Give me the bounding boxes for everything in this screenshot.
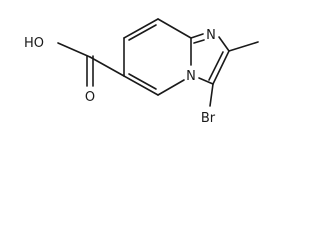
bond-c2-c3 [212, 50, 230, 85]
bond-c6-c5 [123, 75, 159, 96]
bond-c8-c7 [123, 18, 159, 39]
bond-c2-methyl [228, 41, 259, 52]
bond-c3-n4 [198, 77, 214, 85]
bond-c8a-n1-inner [193, 39, 205, 44]
bond-c6-c5-inner [128, 73, 157, 90]
bond-n1-c2 [218, 36, 230, 52]
carbonyl-oxygen-label: O [85, 90, 95, 105]
bond-carboxyl-oh [57, 42, 91, 58]
bond-c6-carboxyl [89, 56, 125, 77]
bond-c2-c3-inner [208, 51, 224, 81]
bromine-label: Br [201, 111, 216, 126]
hydroxyl-label: HO [24, 36, 44, 51]
ring-nitrogen-bridge-label: N [186, 69, 196, 84]
bond-c8-c7-inner [128, 24, 157, 41]
molecule-svg: HO O N N Br [24, 18, 259, 126]
structure-diagram: HO O N N Br [0, 0, 262, 132]
ring-nitrogen-top-label: N [206, 28, 216, 43]
bond-c8a-n1 [190, 33, 204, 39]
bond-c8a-c8 [157, 18, 192, 39]
bond-c3-br [209, 83, 214, 107]
bond-c5-n4 [157, 79, 185, 96]
